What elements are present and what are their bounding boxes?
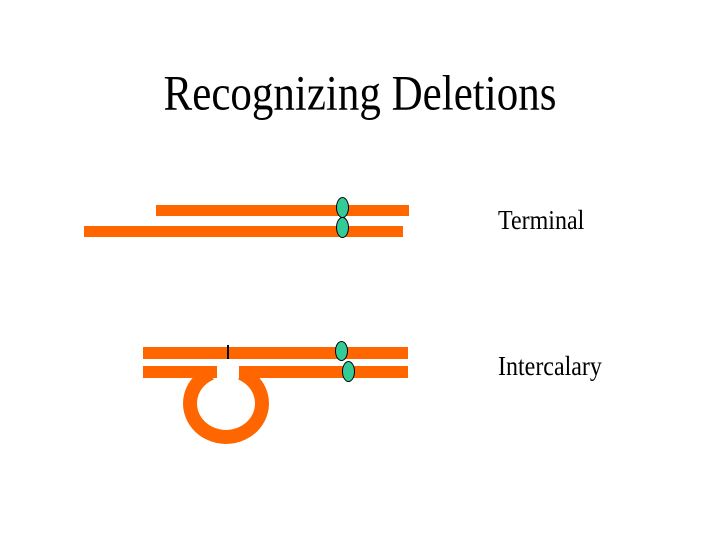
- centromere-icon: [342, 361, 355, 382]
- deletion-loop-path: [183, 366, 269, 444]
- centromere-icon: [335, 341, 348, 361]
- figure-label-intercalary: Intercalary: [498, 351, 602, 382]
- deleted-chromosome-bar: [156, 205, 409, 216]
- deleted-chromosome-bar: [143, 347, 408, 359]
- normal-chromosome-right-segment-bar: [239, 366, 408, 378]
- deletion-site-tick: [227, 345, 229, 359]
- normal-chromosome-bar: [84, 226, 403, 237]
- centromere-icon: [336, 217, 349, 238]
- slide-title: Recognizing Deletions: [163, 66, 557, 122]
- centromere-icon: [336, 197, 349, 218]
- deletion-loop-icon: [183, 366, 269, 444]
- figure-label-terminal: Terminal: [498, 205, 585, 236]
